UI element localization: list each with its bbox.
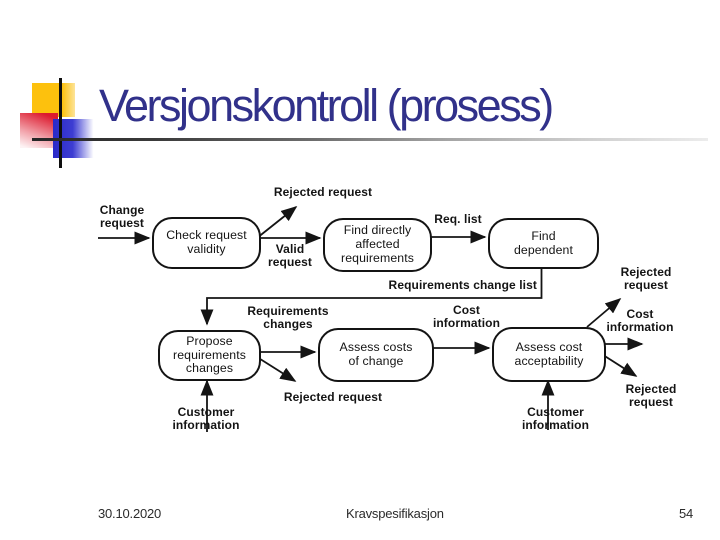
footer-title: Kravspesifikasjon <box>346 506 444 521</box>
label-requirements-change-list: Requirements change list <box>388 278 537 292</box>
label-rejected-request-bottom: Rejected request <box>283 390 383 404</box>
label-cost-information-mid: Cost information <box>432 303 501 330</box>
title-underline-rule <box>32 138 708 141</box>
arrow-rejected-down-from-acceptability <box>599 352 638 377</box>
title-deco-yellow-square <box>32 83 75 117</box>
arrow-requirements-change-list <box>200 265 543 326</box>
label-customer-information-left: Customer information <box>172 405 240 432</box>
process-diagram: Check request validity Find directly aff… <box>85 180 705 450</box>
process-box-assess-cost-acceptability: Assess cost acceptability <box>492 327 606 382</box>
label-requirements-changes: Requirements changes <box>247 304 329 331</box>
arrow-rejected-from-check <box>256 205 298 239</box>
diagram-connectors <box>98 205 644 432</box>
process-box-assess-costs-of-change: Assess costs of change <box>318 328 434 382</box>
label-customer-information-right: Customer information <box>521 405 590 432</box>
slide-title: Versjonskontroll (prosess) <box>99 80 554 131</box>
title-deco-red-square <box>20 113 58 148</box>
arrow-rejected-from-propose <box>256 356 297 382</box>
label-rejected-request-top: Rejected request <box>273 185 373 199</box>
process-box-find-dependent: Find dependent <box>488 218 599 269</box>
label-valid-request: Valid request <box>267 242 313 269</box>
footer-page-number: 54 <box>679 506 694 521</box>
footer-date: 30.10.2020 <box>98 506 162 521</box>
process-box-check-request-validity: Check request validity <box>152 217 261 269</box>
title-deco-vertical-line <box>59 78 62 168</box>
label-rejected-request-right-top: Rejected request <box>620 265 672 292</box>
label-cost-information-right: Cost information <box>606 307 674 334</box>
arrow-rejected-up-from-acceptability <box>586 297 622 328</box>
label-rejected-request-right-bottom: Rejected request <box>625 382 677 409</box>
label-req-list: Req. list <box>434 212 482 226</box>
label-change-request: Change request <box>99 203 145 230</box>
process-box-propose-requirements-changes: Propose requirements changes <box>158 330 261 381</box>
process-box-find-directly-affected-requirements: Find directly affected requirements <box>323 218 432 272</box>
